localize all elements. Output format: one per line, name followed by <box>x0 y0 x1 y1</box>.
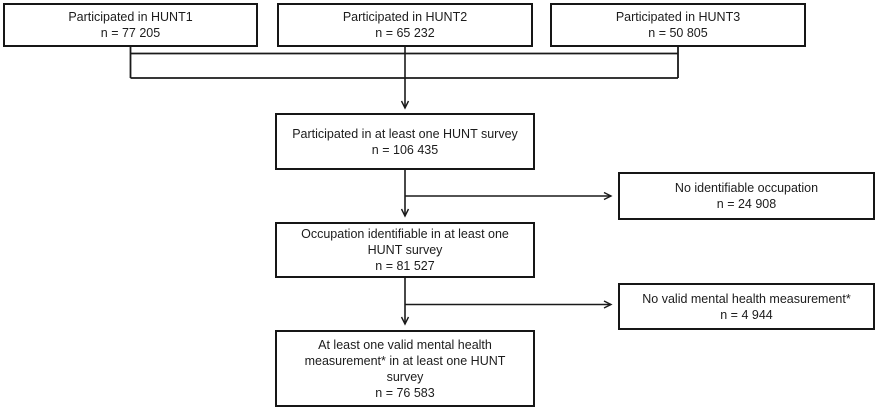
box-occ-label-line1: Occupation identifiable in at least one <box>301 227 509 241</box>
box-valid-measurement: At least one valid mental health measure… <box>275 330 535 407</box>
box-hunt1: Participated in HUNT1 n = 77 205 <box>3 3 258 47</box>
box-occ-label-line2: HUNT survey <box>367 243 443 257</box>
box-noocc-label: No identifiable occupation <box>674 181 819 195</box>
box-hunt1-label: Participated in HUNT1 <box>68 10 193 24</box>
box-hunt2: Participated in HUNT2 n = 65 232 <box>277 3 533 47</box>
box-no-identifiable-occupation: No identifiable occupation n = 24 908 <box>618 172 875 220</box>
box-hunt2-count: n = 65 232 <box>375 26 435 40</box>
box-valid-label-line1: At least one valid mental health <box>318 337 492 352</box>
box-novalid-count: n = 4 944 <box>720 307 773 322</box>
box-valid-count: n = 76 583 <box>375 385 435 400</box>
box-any-hunt-survey: Participated in at least one HUNT survey… <box>275 113 535 170</box>
box-no-valid-measurement: No valid mental health measurement* n = … <box>618 283 875 330</box>
box-hunt3: Participated in HUNT3 n = 50 805 <box>550 3 806 47</box>
box-hunt3-label: Participated in HUNT3 <box>615 10 741 24</box>
box-any-count: n = 106 435 <box>371 142 439 157</box>
box-valid-label-line2: measurement* in at least one HUNT <box>304 353 506 368</box>
box-valid-label-line3: survey <box>386 369 424 384</box>
box-noocc-count: n = 24 908 <box>716 197 777 211</box>
box-hunt1-count: n = 77 205 <box>100 26 161 40</box>
box-novalid-label: No valid mental health measurement* <box>642 291 851 306</box>
box-occupation-identifiable: Occupation identifiable in at least one … <box>275 222 535 278</box>
box-occ-count: n = 81 527 <box>375 259 435 273</box>
box-any-label: Participated in at least one HUNT survey <box>292 126 518 141</box>
box-hunt3-count: n = 50 805 <box>648 26 708 40</box>
box-hunt2-label: Participated in HUNT2 <box>342 10 468 24</box>
